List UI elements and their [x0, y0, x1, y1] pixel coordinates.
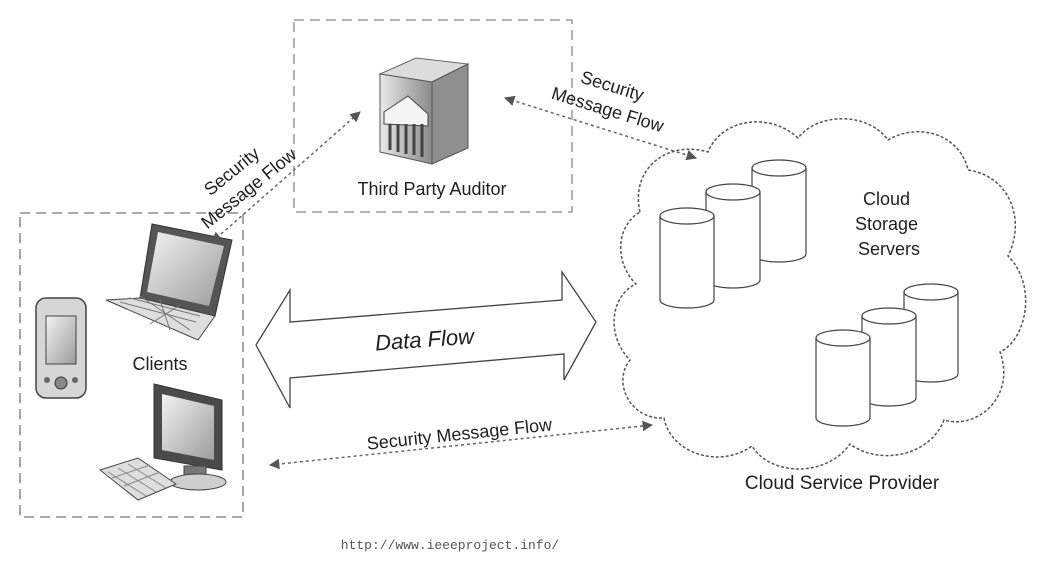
- clients-box: [19, 212, 244, 518]
- storage-cylinder: [815, 329, 871, 427]
- cloud-storage-line: Servers: [858, 239, 920, 259]
- cloud-storage-line: Storage: [855, 214, 918, 234]
- auditor-server-icon: [378, 57, 470, 165]
- client-cloud-security-label: Security Message Flow: [366, 414, 554, 453]
- cloud-service-provider-label: Cloud Service Provider: [745, 473, 940, 494]
- cloud-storage-line: Cloud: [863, 189, 910, 209]
- tpa-cloud-security-label: Security Message Flow: [549, 60, 674, 136]
- storage-cylinders-top: [659, 159, 807, 309]
- third-party-auditor-label: Third Party Auditor: [357, 179, 506, 199]
- clients-label: Clients: [132, 354, 187, 374]
- desktop-computer-icon: [98, 383, 227, 501]
- storage-cylinders-bottom: [815, 283, 959, 427]
- storage-cylinder: [659, 207, 715, 309]
- cloud-storage-servers-label: Cloud Storage Servers: [855, 189, 923, 259]
- storage-cylinder: [861, 307, 917, 407]
- footer-url: http://www.ieeeproject.info/: [341, 538, 560, 553]
- storage-cylinder: [751, 159, 807, 263]
- data-flow-arrow: [255, 269, 597, 409]
- laptop-icon: [105, 223, 233, 341]
- client-cloud-security-arrow: [268, 420, 654, 470]
- handheld-device-icon: [35, 297, 87, 399]
- tpa-client-security-label: Security Message Flow: [182, 125, 301, 233]
- storage-cylinder: [903, 283, 959, 383]
- tpa-client-security-arrow: [211, 111, 361, 243]
